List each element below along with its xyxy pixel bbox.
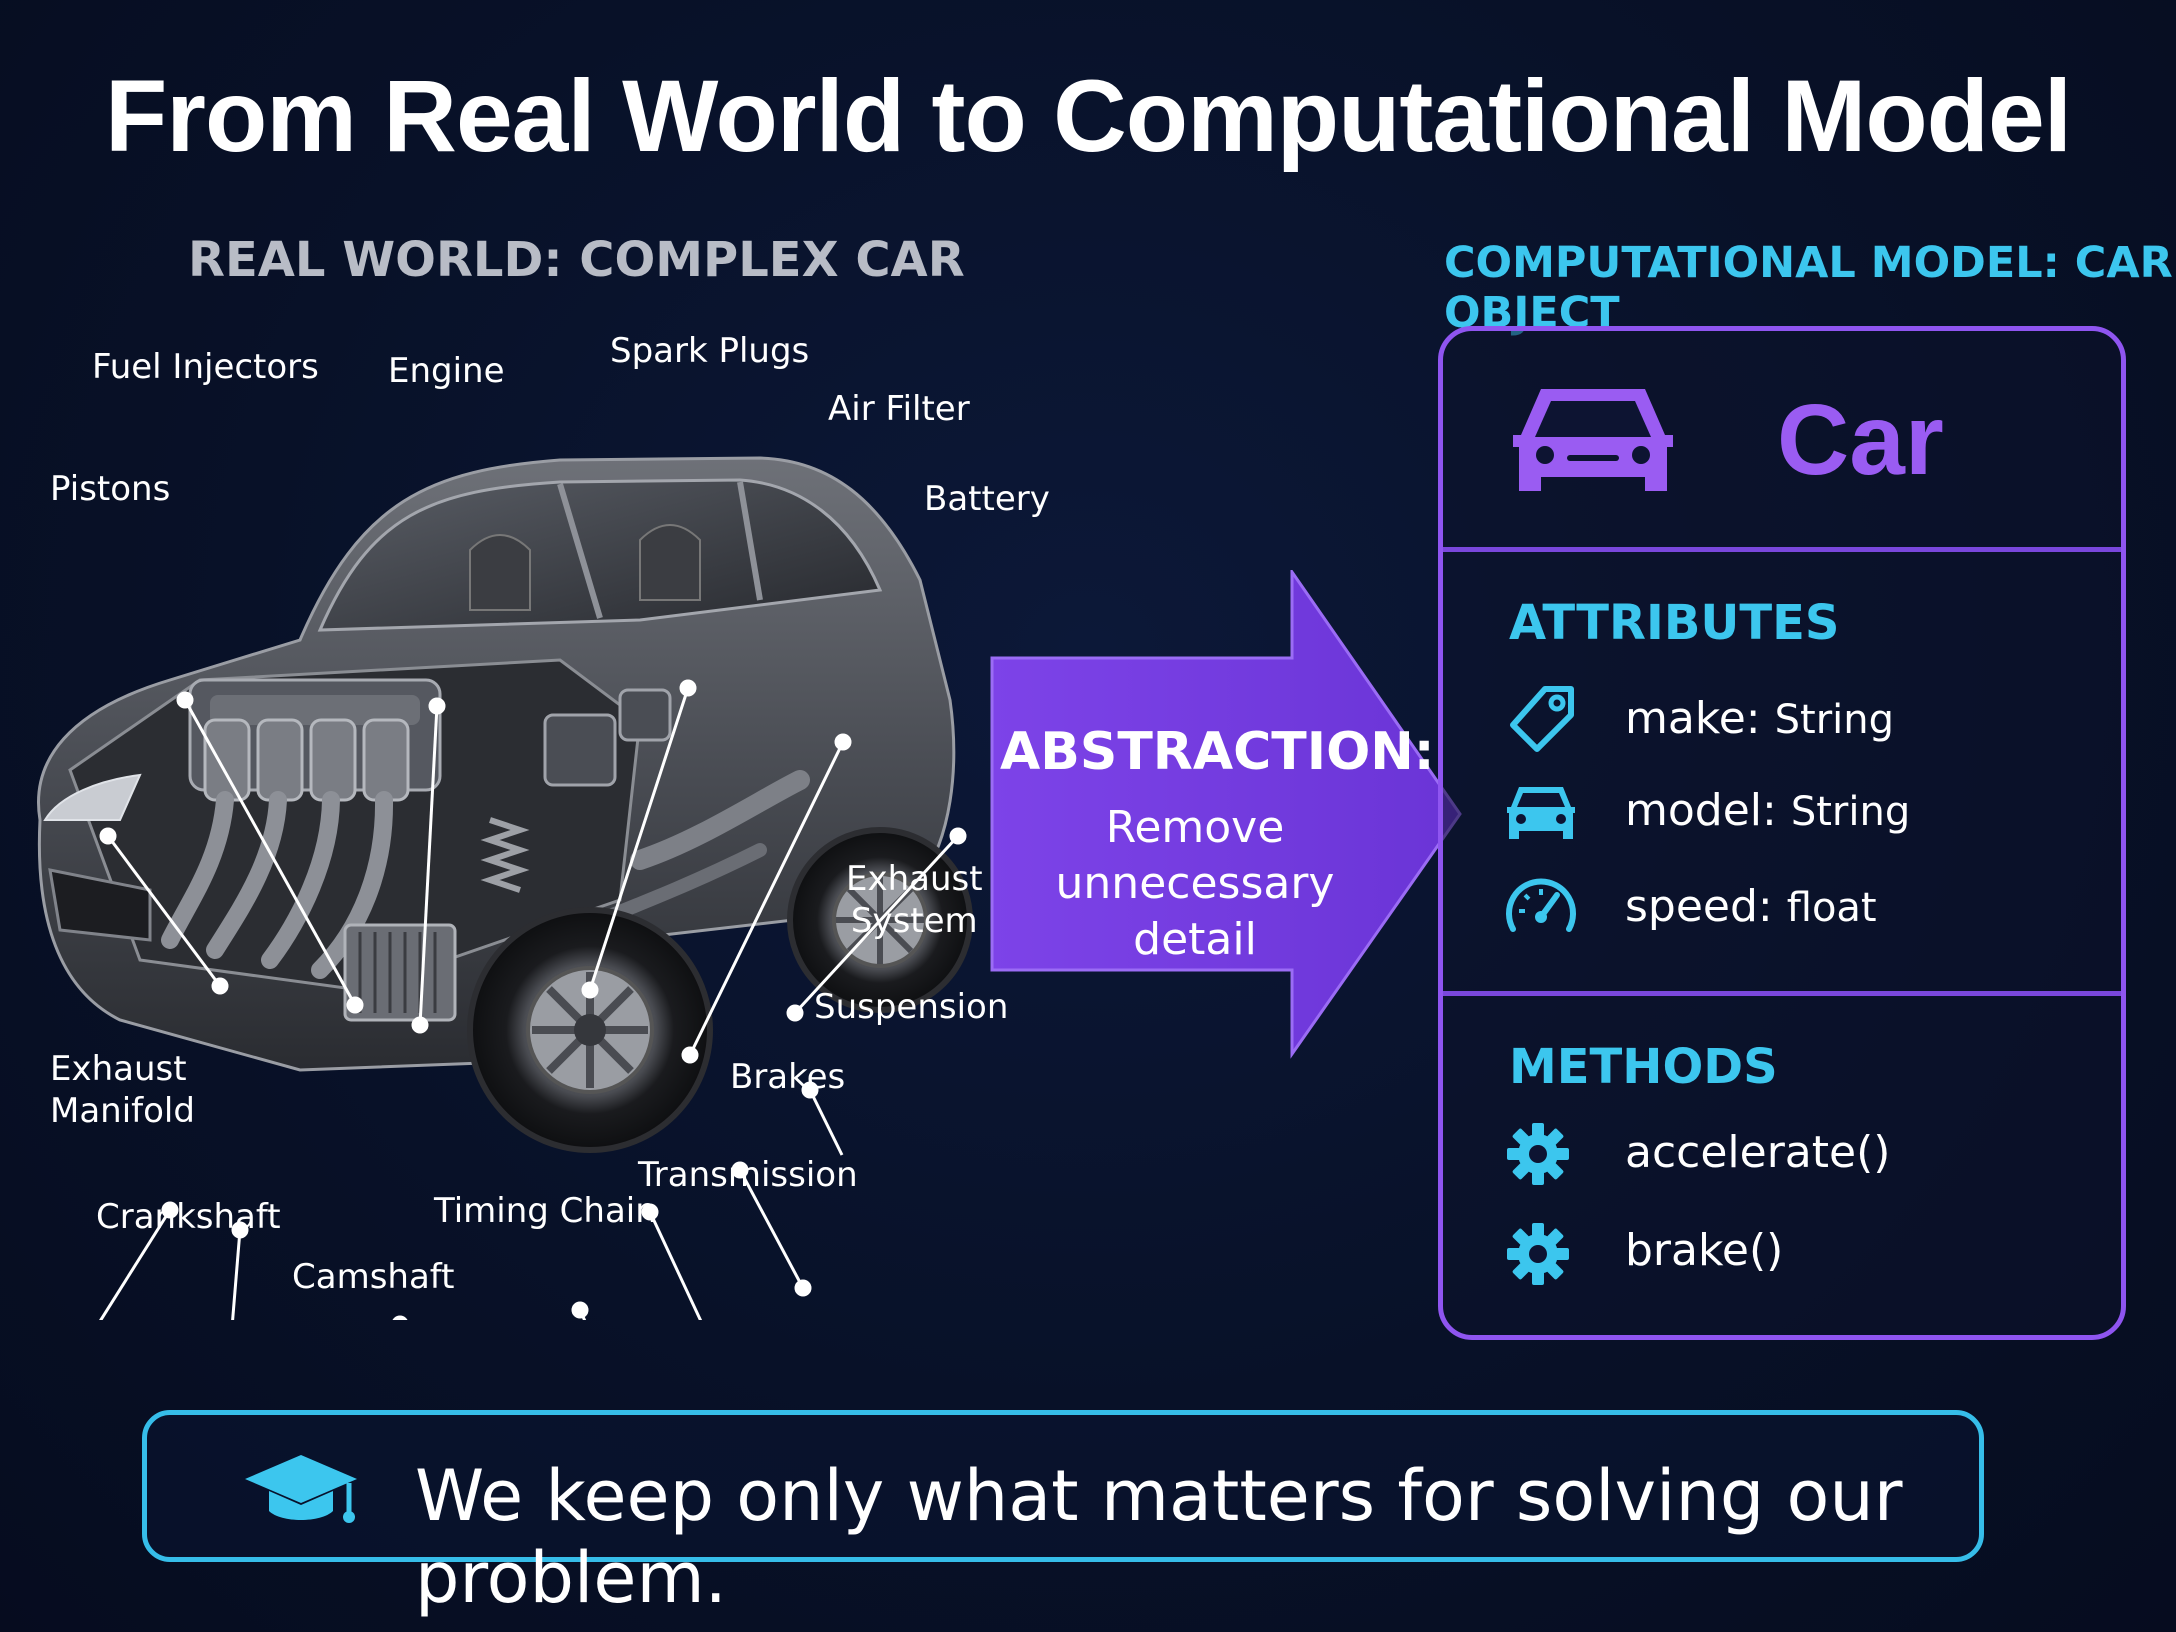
- methods-title: METHODS: [1509, 1039, 1778, 1095]
- gear-icon: [1505, 1221, 1571, 1292]
- label-brakes: Brakes: [730, 1057, 846, 1097]
- attribute-model: model: String: [1625, 785, 1910, 836]
- card-divider-top: [1443, 547, 2121, 552]
- tag-icon: [1505, 683, 1579, 762]
- car-class-card: Car ATTRIBUTES make: String model: Strin…: [1438, 326, 2126, 1340]
- label-fuel-injectors: Fuel Injectors: [92, 347, 319, 387]
- car-drawing: [37, 456, 973, 1555]
- label-pistons: Pistons: [50, 469, 171, 509]
- attribute-speed: speed: float: [1625, 881, 1877, 932]
- gear-icon: [1505, 1121, 1571, 1192]
- abstraction-subtitle: Remove unnecessary detail: [1055, 802, 1335, 965]
- attribute-make: make: String: [1625, 693, 1894, 744]
- speedometer-icon: [1503, 871, 1579, 946]
- attributes-title: ATTRIBUTES: [1509, 595, 1840, 651]
- takeaway-text: We keep only what matters for solving ou…: [415, 1455, 1903, 1619]
- abstraction-arrow: [990, 567, 1470, 1065]
- page-title: From Real World to Computational Model: [104, 59, 2072, 173]
- label-timing-chain: Timing Chain: [434, 1191, 657, 1231]
- attribute-model-type: String: [1790, 789, 1911, 835]
- label-spark-plugs: Spark Plugs: [610, 331, 810, 371]
- takeaway-banner: We keep only what matters for solving ou…: [142, 1410, 1984, 1619]
- label-camshaft: Camshaft: [292, 1257, 455, 1297]
- label-engine: Engine: [388, 351, 505, 391]
- label-air-filter: Air Filter: [828, 389, 970, 429]
- attribute-speed-name: speed:: [1625, 881, 1773, 932]
- attribute-model-name: model:: [1625, 785, 1777, 836]
- label-battery: Battery: [924, 479, 1050, 519]
- real-world-heading: REAL WORLD: COMPLEX CAR: [188, 232, 965, 288]
- graduation-cap-icon: [241, 1451, 361, 1536]
- car-icon: [1505, 371, 1681, 516]
- label-suspension: Suspension: [814, 987, 1009, 1027]
- class-name: Car: [1777, 384, 1944, 496]
- label-exhaust-manifold: Exhaust Manifold: [50, 1049, 195, 1131]
- model-heading: COMPUTATIONAL MODEL: CAR OBJECT: [1444, 238, 2173, 338]
- car-small-icon: [1503, 781, 1579, 850]
- car-illustration: [0, 300, 1000, 1555]
- card-divider-bottom: [1443, 991, 2121, 996]
- method-accelerate: accelerate(): [1625, 1127, 1891, 1178]
- label-exhaust-system: Exhaust System: [846, 859, 983, 941]
- abstraction-title: ABSTRACTION:: [1000, 722, 1435, 782]
- attribute-make-type: String: [1774, 697, 1895, 743]
- method-brake: brake(): [1625, 1225, 1784, 1276]
- attribute-speed-type: float: [1786, 885, 1877, 931]
- attribute-make-name: make:: [1625, 693, 1761, 744]
- label-crankshaft: Crankshaft: [96, 1197, 281, 1237]
- label-transmission: Transmission: [638, 1155, 858, 1195]
